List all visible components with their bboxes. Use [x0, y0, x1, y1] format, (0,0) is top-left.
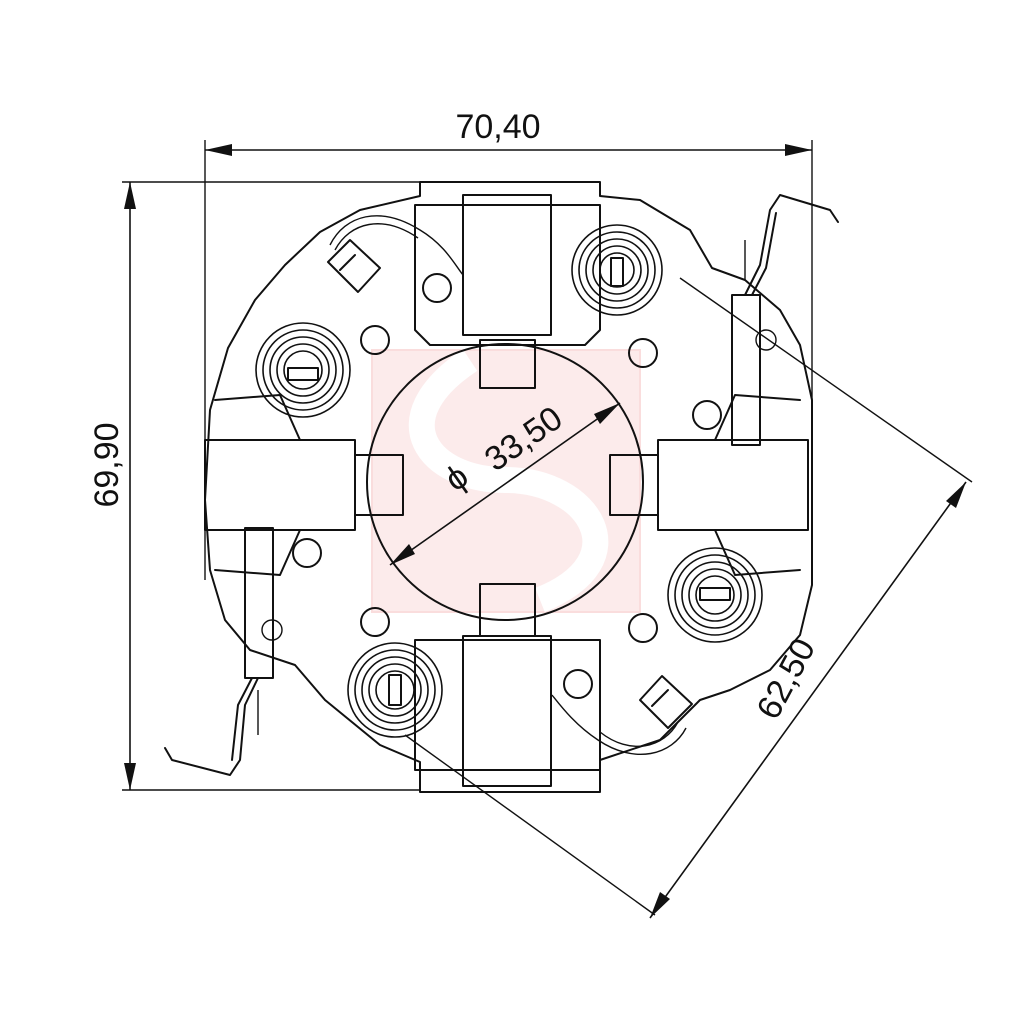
dimension-height: 69,90	[88, 182, 136, 790]
brush-box-right	[609, 394, 809, 576]
terminal-bottom-left	[164, 527, 274, 776]
spring-bottom-left	[347, 642, 443, 738]
spring-left	[255, 322, 351, 418]
dimension-height-label: 69,90	[88, 422, 126, 507]
dimension-width: 70,40	[205, 108, 812, 156]
dimension-diagonal: 62,50	[649, 481, 967, 919]
holder-plate-outline	[204, 181, 813, 793]
extension-lines	[122, 140, 973, 916]
watermark-logo	[371, 349, 641, 613]
dimension-diagonal-label: 62,50	[750, 632, 824, 725]
brush-box-top	[414, 194, 601, 389]
spring-top-right	[571, 224, 663, 316]
brush-box-bottom	[414, 583, 601, 787]
connector-bottom-right	[551, 675, 693, 755]
terminal-top-right	[731, 194, 839, 446]
dimension-width-label: 70,40	[455, 108, 540, 146]
spring-right	[667, 547, 763, 643]
connector-top-left	[327, 215, 464, 293]
mounting-holes	[261, 273, 777, 699]
